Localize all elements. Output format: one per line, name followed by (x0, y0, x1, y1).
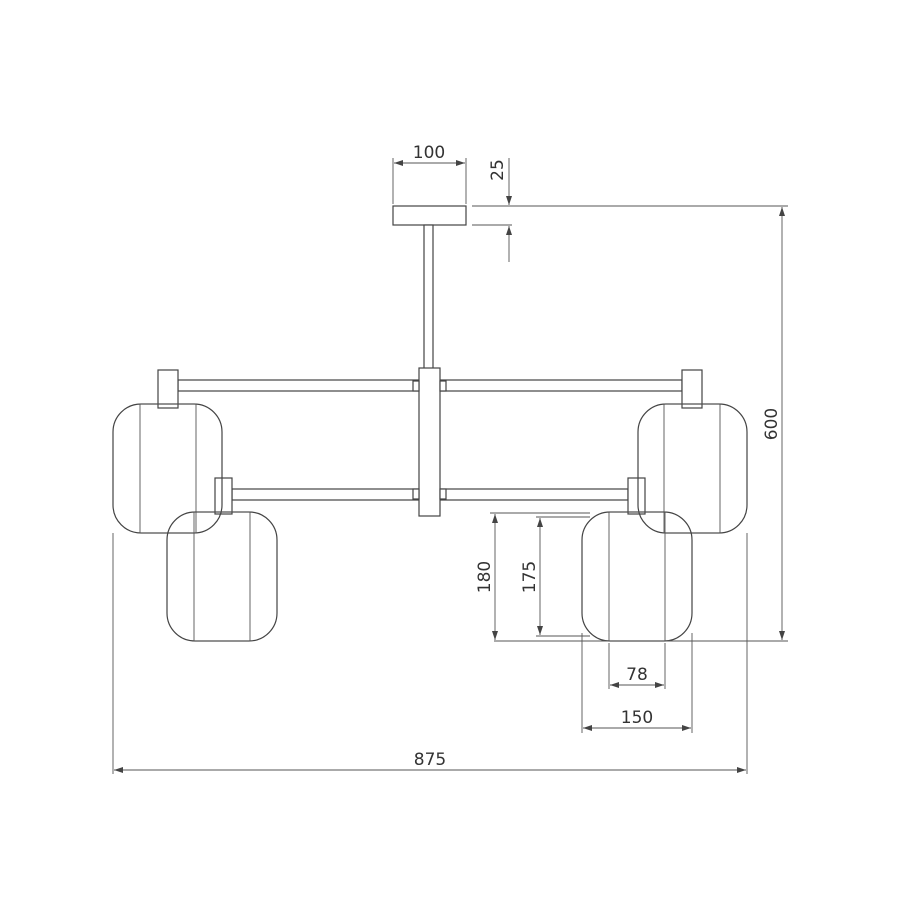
front-right-arm-cap (627, 477, 646, 515)
canopy-height-dimension: 25 (472, 158, 788, 262)
shade-back-left (112, 403, 223, 534)
shade-inner-width-label: 78 (626, 665, 648, 685)
bolt-back-right (439, 380, 447, 392)
bolt-back-left (412, 380, 420, 392)
shade-width-dimension: 150 (581, 633, 693, 733)
shade-front-right (581, 511, 693, 642)
shade-width-label: 150 (621, 708, 653, 728)
shade-back-right (637, 403, 748, 534)
shade-inner-height-label: 175 (520, 561, 540, 593)
canopy-width-label: 100 (413, 143, 445, 163)
dimension-lines: 100 25 600 180 175 (112, 143, 788, 774)
shade-height-label: 180 (475, 561, 495, 593)
back-left-arm-cap (157, 369, 179, 409)
shade-front-left (166, 511, 278, 642)
canopy-height-label: 25 (488, 159, 508, 181)
back-right-arm-cap (681, 369, 703, 409)
shade-inner-width-dimension: 78 (608, 643, 666, 689)
canopy-width-dimension: 100 (392, 143, 467, 204)
shade-height-dimension: 180 (475, 512, 590, 640)
shade-inner-height-dimension: 175 (520, 516, 590, 637)
ceiling-canopy (392, 205, 467, 226)
bolt-front-left (412, 488, 420, 500)
total-width-dimension: 875 (112, 533, 748, 774)
total-height-dimension: 600 (494, 207, 788, 642)
front-left-arm-cap (214, 477, 233, 515)
lamp-body (112, 205, 748, 642)
total-height-label: 600 (762, 408, 782, 440)
bolt-front-right (439, 488, 447, 500)
total-width-label: 875 (414, 750, 446, 770)
suspension-rod (423, 224, 434, 371)
center-mount-plate (418, 367, 441, 517)
